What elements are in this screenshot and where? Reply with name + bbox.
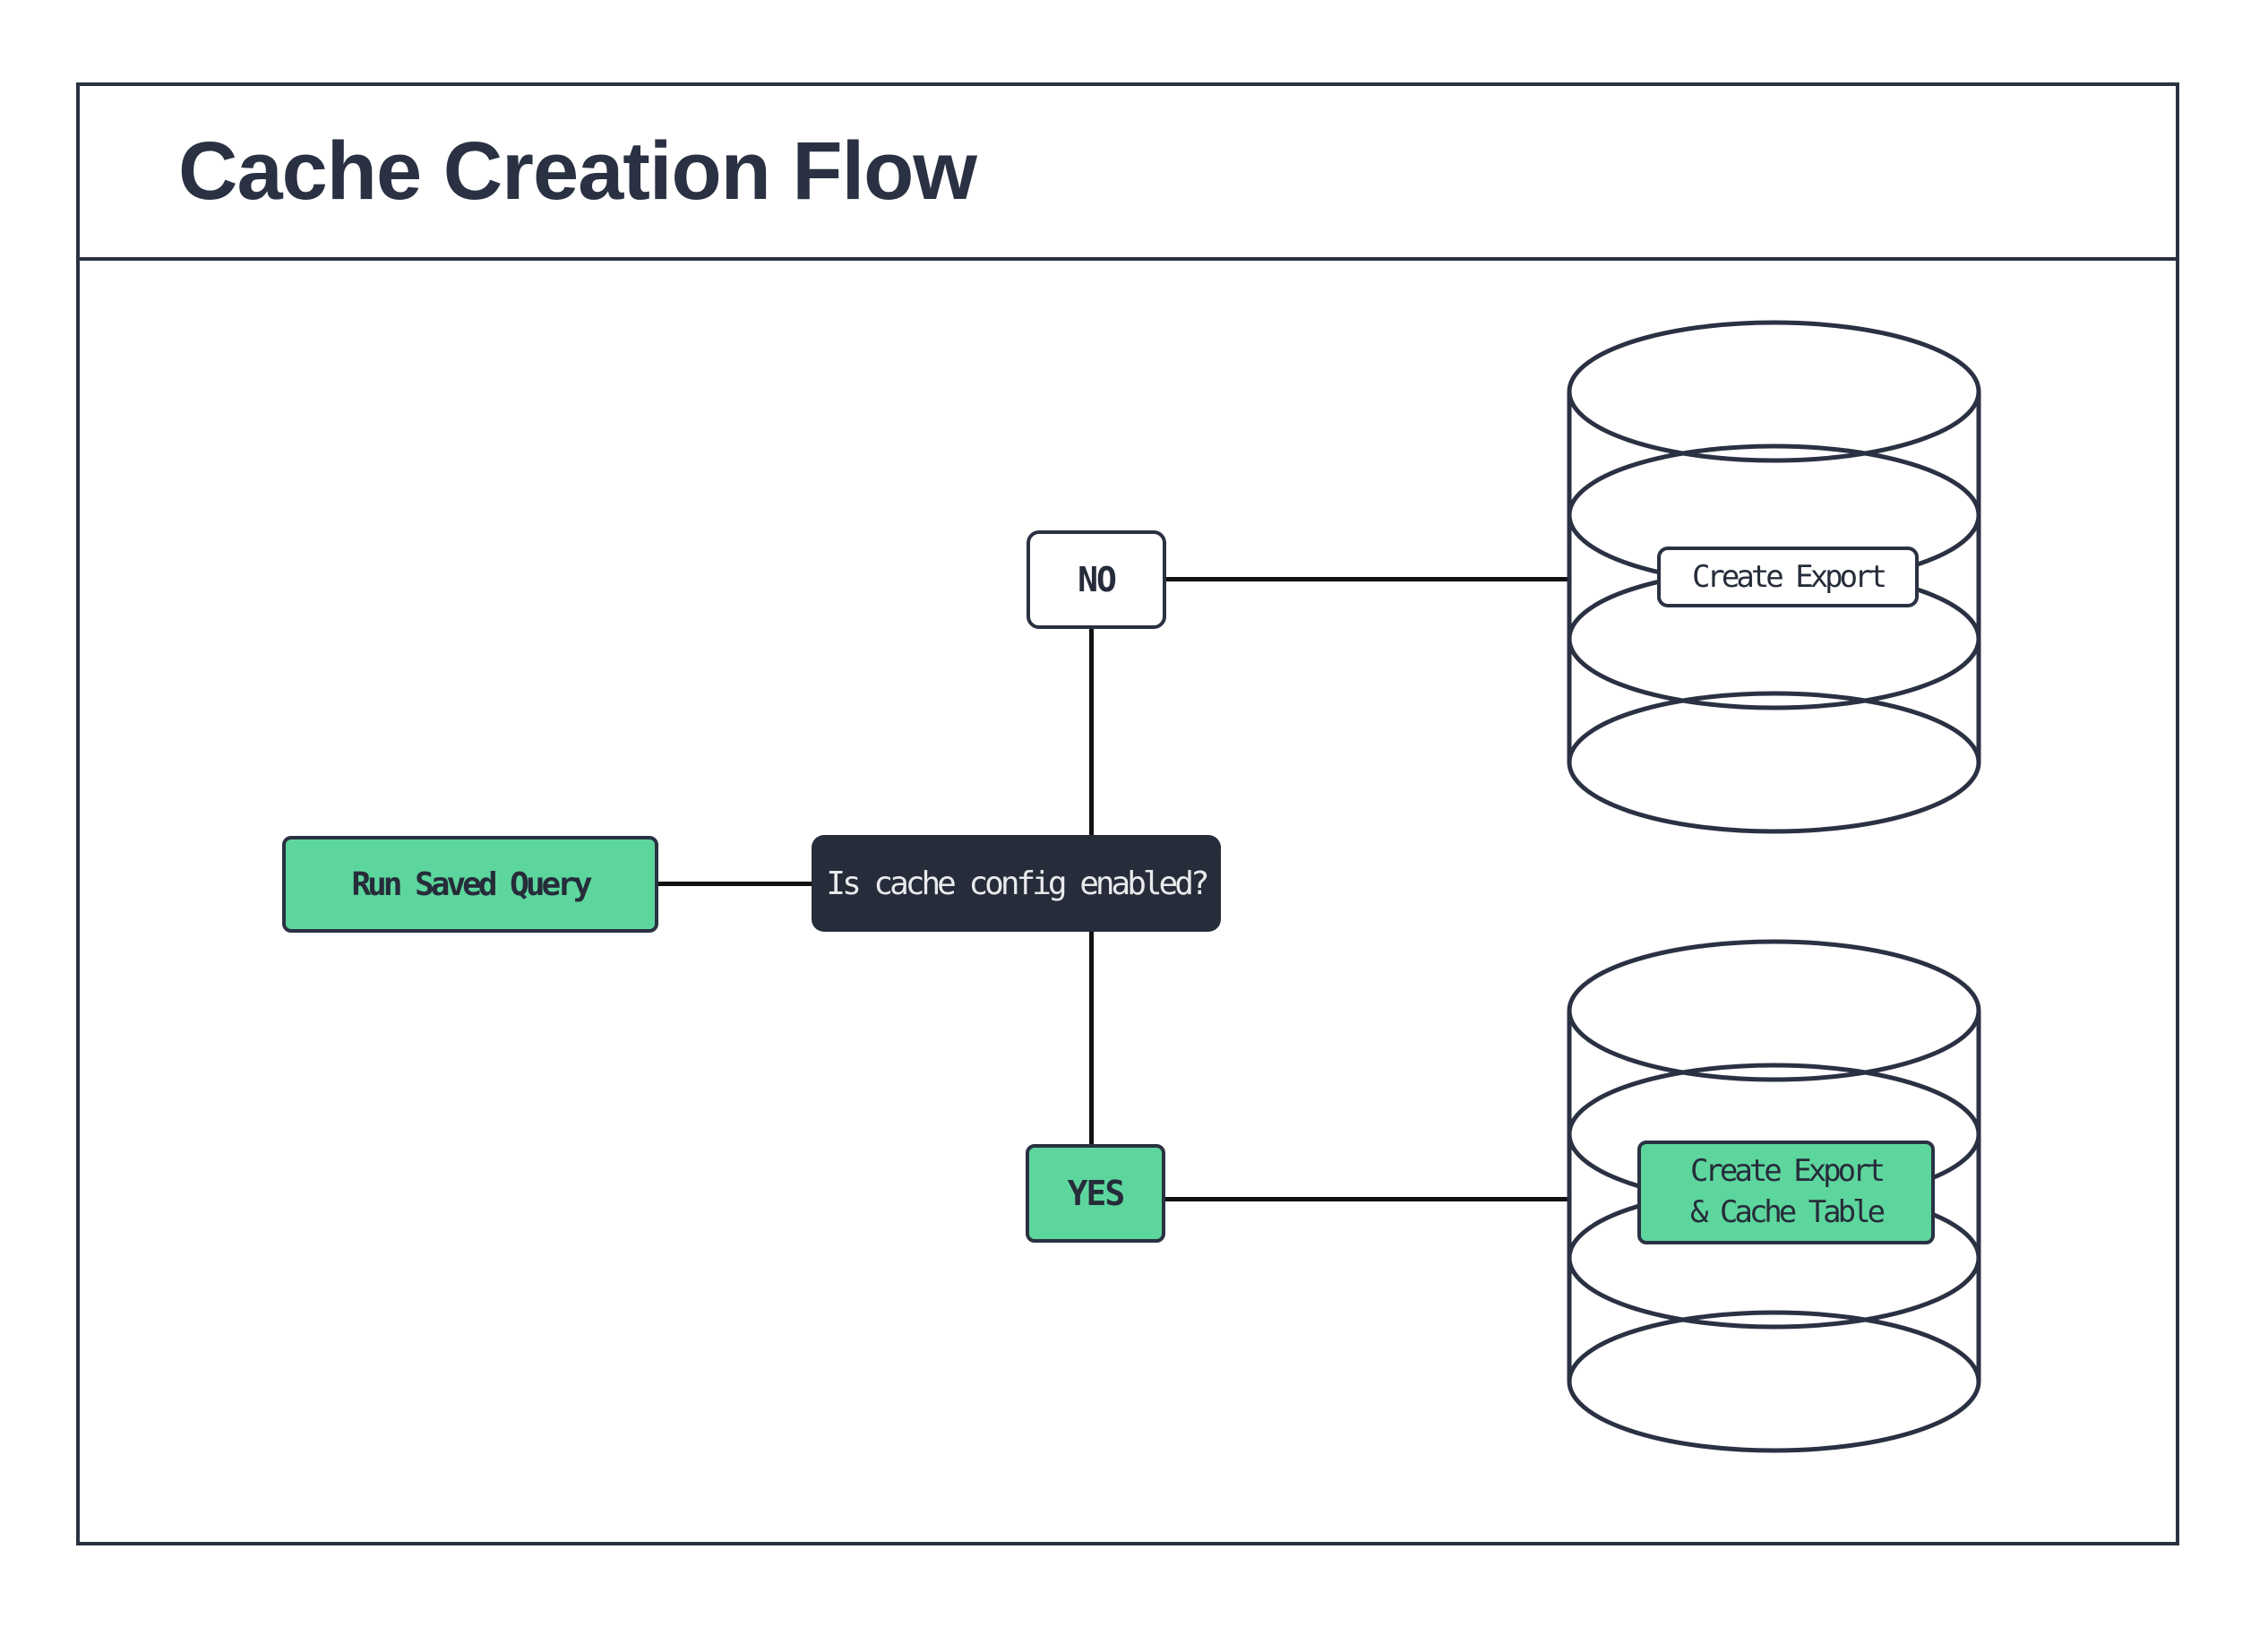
create-export-cache-line2: & Cache Table: [1689, 1194, 1886, 1230]
decision-node-cache-config: Is cache config enabled?: [812, 835, 1221, 932]
page-title: Cache Creation Flow: [178, 125, 977, 217]
create-export-label: Create Export: [1657, 547, 1919, 607]
connector-start-to-decision: [658, 882, 812, 886]
connector-no-to-export-db: [1164, 577, 1569, 581]
diagram-header: Cache Creation Flow: [76, 82, 2179, 261]
create-export-cache-table-label: Create Export & Cache Table: [1637, 1141, 1935, 1244]
yes-branch-node: YES: [1026, 1144, 1165, 1243]
connector-decision-to-no: [1089, 627, 1094, 837]
start-node-run-saved-query: Run Saved Query: [282, 836, 658, 933]
connector-yes-to-cache-db: [1164, 1197, 1569, 1201]
no-branch-node: NO: [1027, 530, 1166, 629]
connector-decision-to-yes: [1089, 930, 1094, 1146]
create-export-cache-line1: Create Export: [1689, 1153, 1886, 1190]
